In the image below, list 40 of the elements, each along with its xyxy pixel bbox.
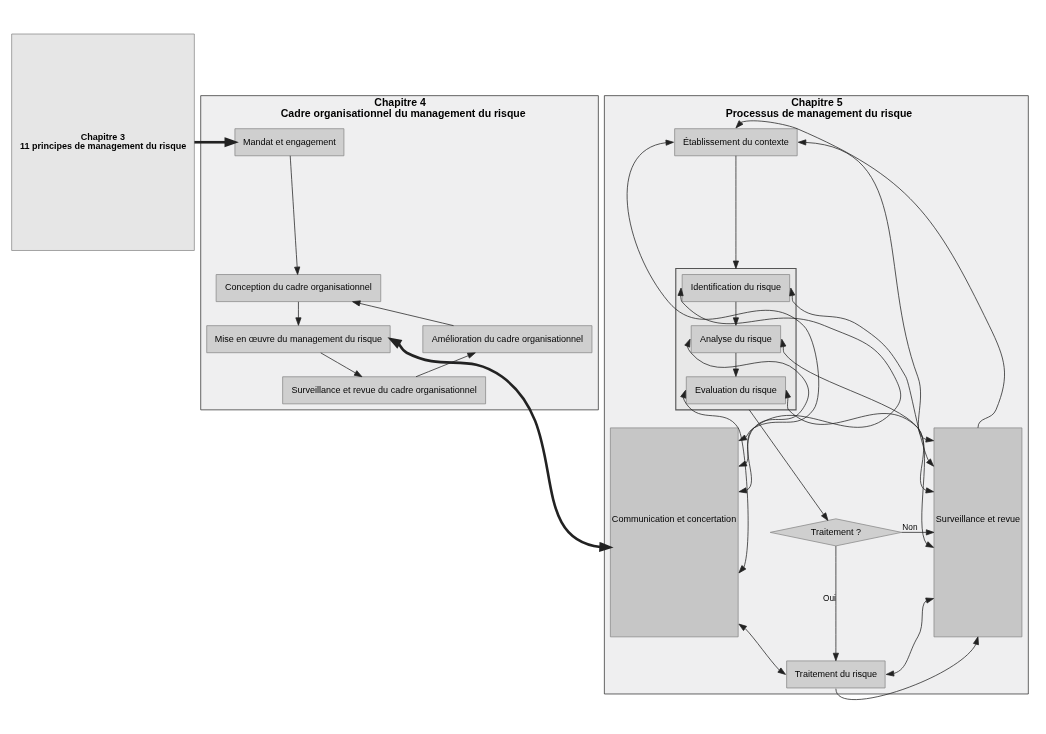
arrow xyxy=(320,352,363,378)
node-diamond: Traitement ? xyxy=(769,518,902,547)
arrow xyxy=(789,287,934,467)
arrow xyxy=(885,597,934,677)
arrow xyxy=(352,300,454,327)
node-box: Analyse du risque xyxy=(690,325,781,354)
node-box: Surveillance et revue xyxy=(933,427,1023,638)
node-box: Traitement du risque xyxy=(786,660,886,689)
node-box: Chapitre 3 11 principes de management du risque xyxy=(11,33,195,251)
arrow xyxy=(732,352,739,377)
node-box: Surveillance et revue du cadre organisationnel xyxy=(282,376,486,405)
node-box: Mandat et engagement xyxy=(234,128,345,157)
arrow xyxy=(680,389,749,574)
arrow xyxy=(677,287,902,467)
node-box: Mise en œuvre du management du risque xyxy=(206,325,391,354)
edge-label: Non xyxy=(902,522,918,532)
node-box: Evaluation du risque xyxy=(685,376,786,405)
node-box: Communication et concertation xyxy=(610,427,739,638)
arrow xyxy=(415,352,476,378)
node-box: Identification du risque xyxy=(681,274,791,302)
arrow xyxy=(797,139,934,443)
arrow xyxy=(295,301,302,326)
arrow xyxy=(901,529,935,536)
arrow xyxy=(785,389,934,548)
arrow xyxy=(289,155,301,275)
arrow xyxy=(735,120,1005,429)
node-box: Amélioration du cadre organisationnel xyxy=(422,325,593,354)
arrow xyxy=(732,155,739,269)
node-box: Conception du cadre organisationnel xyxy=(215,274,382,302)
arrow xyxy=(835,636,979,700)
edge-label: Oui xyxy=(823,594,836,603)
arrow xyxy=(748,409,829,521)
arrow xyxy=(387,337,614,552)
arrow xyxy=(194,137,239,148)
arrow xyxy=(832,545,839,662)
node-box: Établissement du contexte xyxy=(674,128,798,157)
arrow xyxy=(738,623,786,675)
arrow xyxy=(732,301,739,326)
arrow xyxy=(780,338,934,494)
arrow xyxy=(626,139,820,442)
